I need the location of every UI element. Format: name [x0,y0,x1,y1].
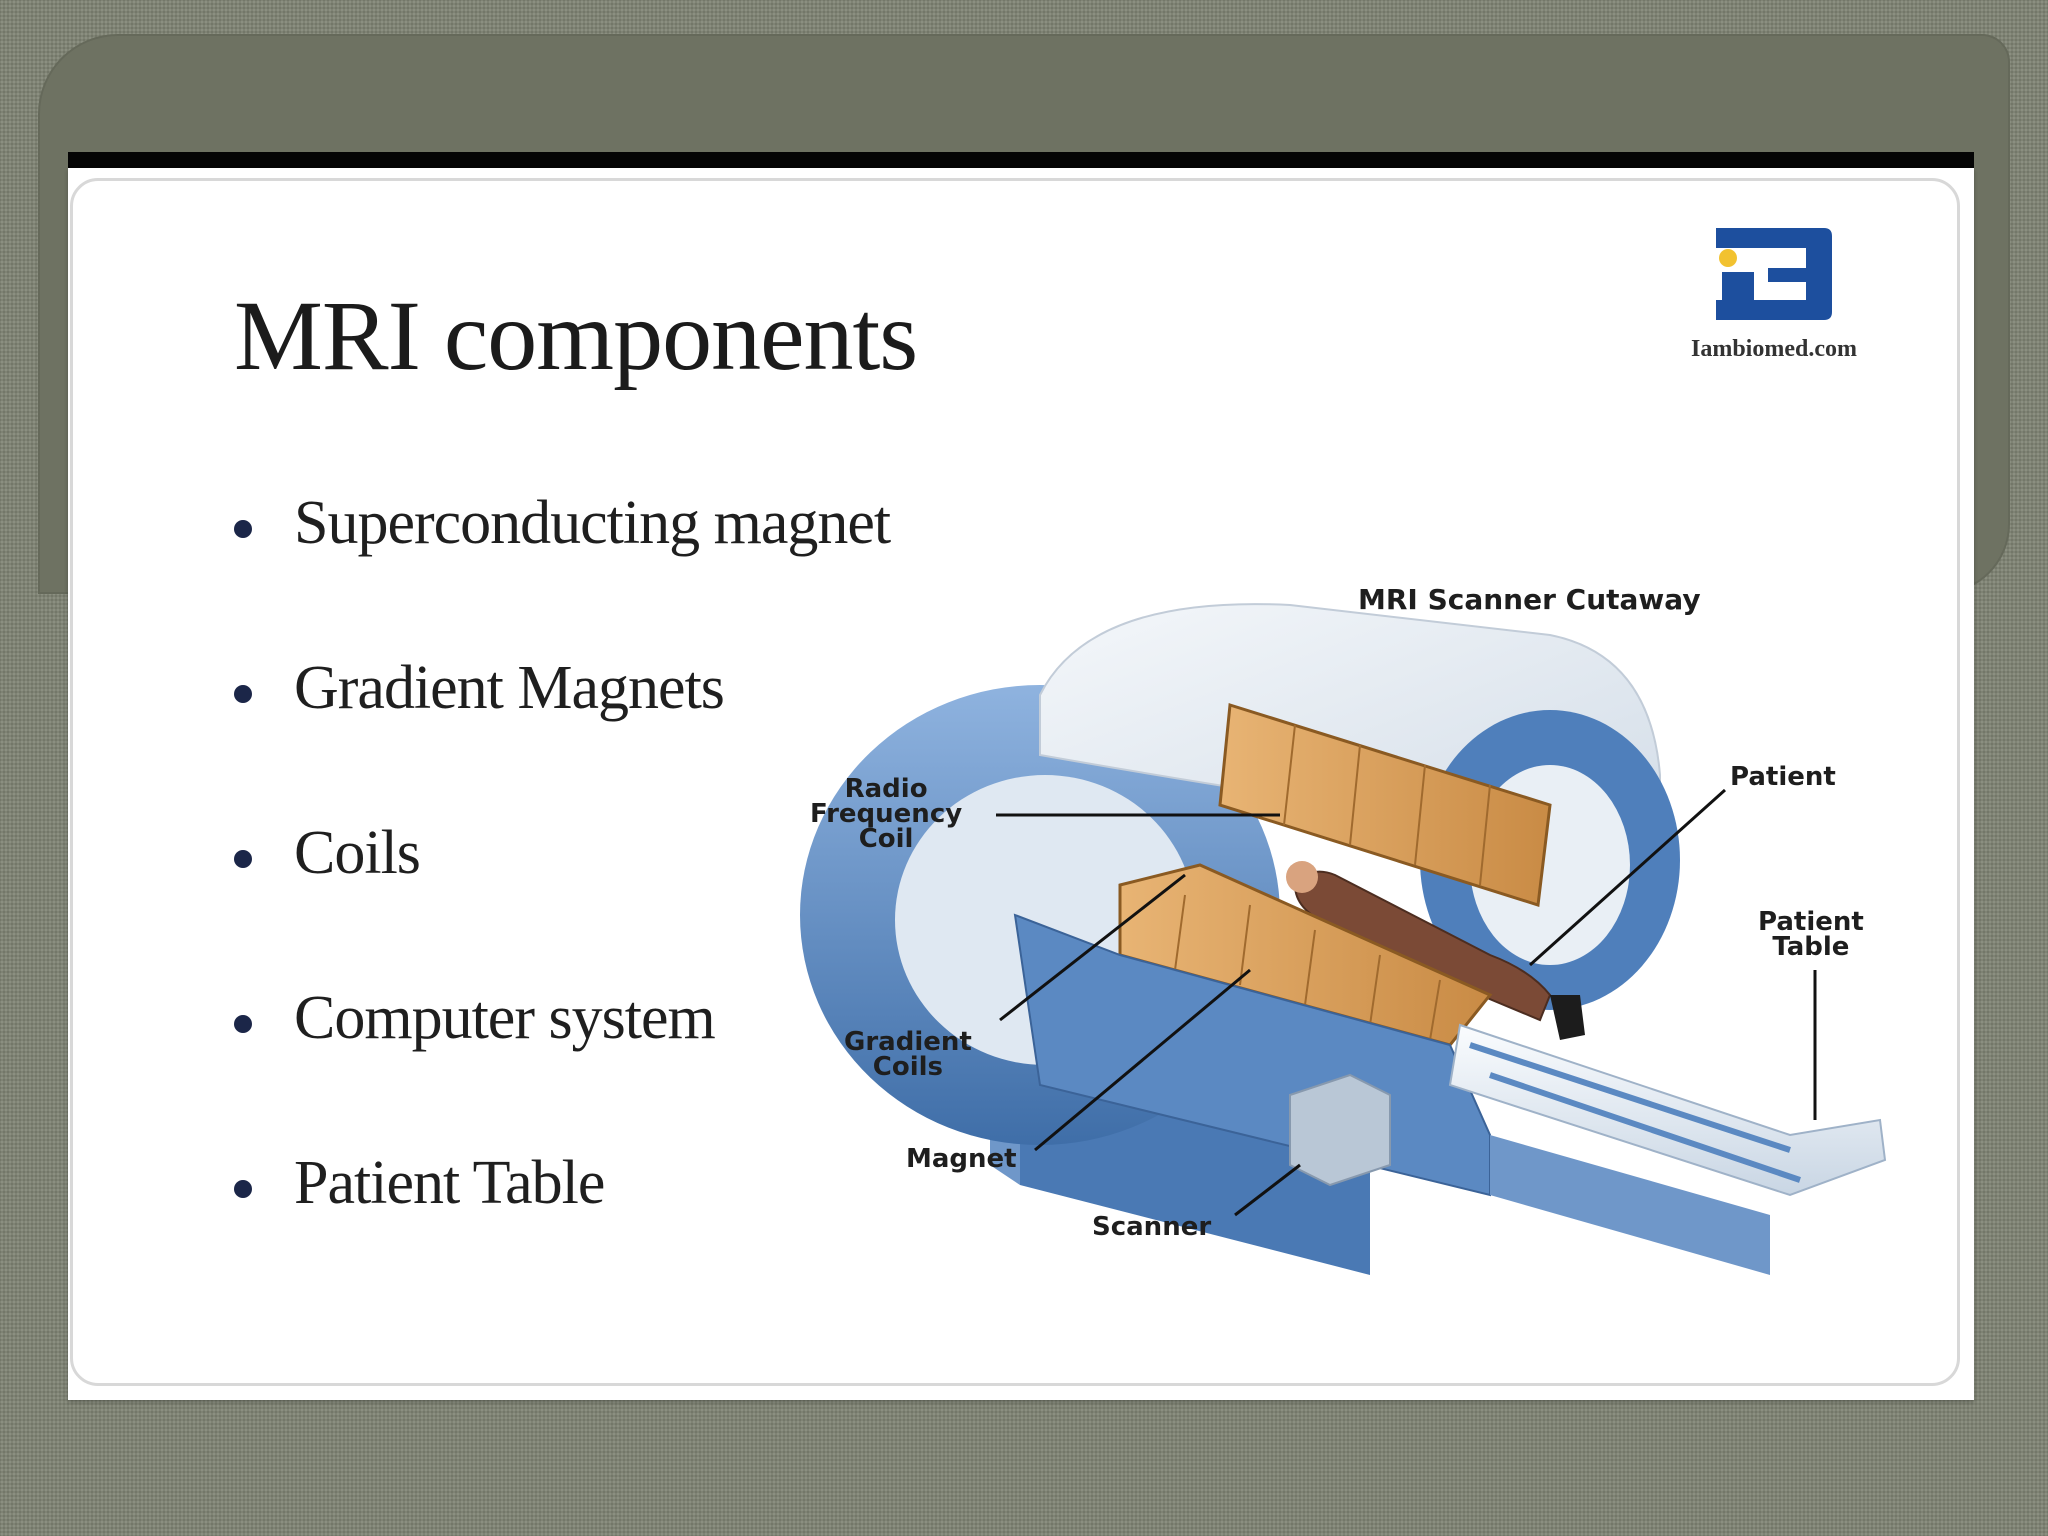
logo: Iambiomed.com [1664,220,1884,370]
bullet-icon [234,1180,252,1198]
mri-scanner-illustration [800,603,1887,1275]
slide-border [70,178,1960,1386]
bullet-item: Superconducting magnet [228,488,891,653]
bullet-icon [234,685,252,703]
leader-line-patient [1528,788,1727,967]
gradient-coil [1118,863,1493,1047]
bullet-item: Computer system [228,983,890,1148]
label-magnet: Magnet [906,1144,1017,1174]
leader-line-scanner [1234,1163,1301,1217]
gradient-segment-lines [1174,894,1441,1041]
bullet-text: Gradient Magnets [294,654,725,722]
table-rail [1469,1042,1801,1183]
bullet-icon [234,520,252,538]
logo-letter-icon [1716,228,1832,320]
bullet-text: Coils [294,819,421,887]
scanner-console [1289,1073,1391,1187]
logo-dot-icon [1719,249,1737,267]
coil-segment-lines [1283,724,1491,886]
slide-title: MRI components [234,280,918,391]
table-base [1490,1135,1770,1275]
top-rule [68,152,1974,168]
bullet-icon [234,1015,252,1033]
leader-line-gradient [999,873,1186,1022]
label-scanner: Scanner [1092,1212,1212,1242]
bullet-item: Gradient Magnets [228,653,890,818]
bullet-text: Superconducting magnet [294,489,891,557]
leader-lines [996,788,1817,1217]
bullet-list: Superconducting magnet Gradient Magnets … [228,488,891,1313]
patient-feet [1550,995,1585,1040]
logo-bar-icon [1722,272,1754,318]
diagram-title: MRI Scanner Cutaway [1358,583,1701,616]
bullet-text: Computer system [294,984,716,1052]
logo-text: Iambiomed.com [1691,336,1857,362]
mri-scanner-diagram: MRI Scanner Cutaway Radio Frequency Coil… [790,575,1900,1295]
radio-frequency-coil [1218,703,1552,907]
bullet-icon [234,850,252,868]
patient-head [1286,861,1318,893]
bullet-text: Patient Table [294,1149,605,1217]
bullet-item: Coils [228,818,890,983]
bullet-item: Patient Table [228,1148,890,1313]
leader-line-magnet [1034,968,1251,1152]
label-patient-table: Patient Table [1758,907,1864,962]
label-gradient-coils: Gradient Coils [844,1027,972,1082]
label-radio-frequency-coil: Radio Frequency Coil [810,774,963,854]
label-patient: Patient [1730,762,1836,792]
logo-mark-icon [1716,228,1832,320]
